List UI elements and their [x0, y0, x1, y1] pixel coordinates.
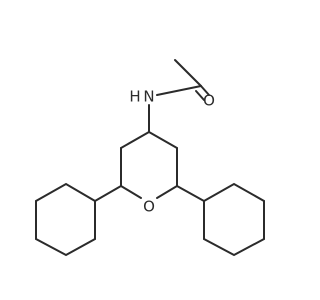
molecule-diagram: N H O O: [35, 59, 265, 257]
bond-ring-c5-c4: [148, 131, 178, 149]
bond-methyl-carbonyl: [174, 59, 202, 87]
left-cyclohexyl-ring: [35, 182, 96, 257]
bond-ring-left-cyclohexyl: [94, 185, 122, 202]
bond-carbonyl-oxygen-double-2: [195, 90, 205, 101]
carbonyl-oxygen-label: O: [203, 92, 215, 110]
bond-ring-c2-o: [120, 185, 142, 199]
hydrogen-label: H: [129, 88, 140, 106]
bond-ring-o-c6: [156, 185, 178, 199]
bond-ring-right-cyclohexyl: [176, 185, 205, 202]
bond-carbonyl-oxygen-double-1: [200, 85, 210, 96]
bond-carbonyl-nitrogen: [156, 85, 202, 96]
ring-oxygen-label: O: [143, 198, 155, 216]
right-cyclohexyl-ring: [203, 182, 265, 257]
bond-ring-c4-c3: [120, 131, 150, 149]
nitrogen-label: N: [143, 88, 154, 106]
